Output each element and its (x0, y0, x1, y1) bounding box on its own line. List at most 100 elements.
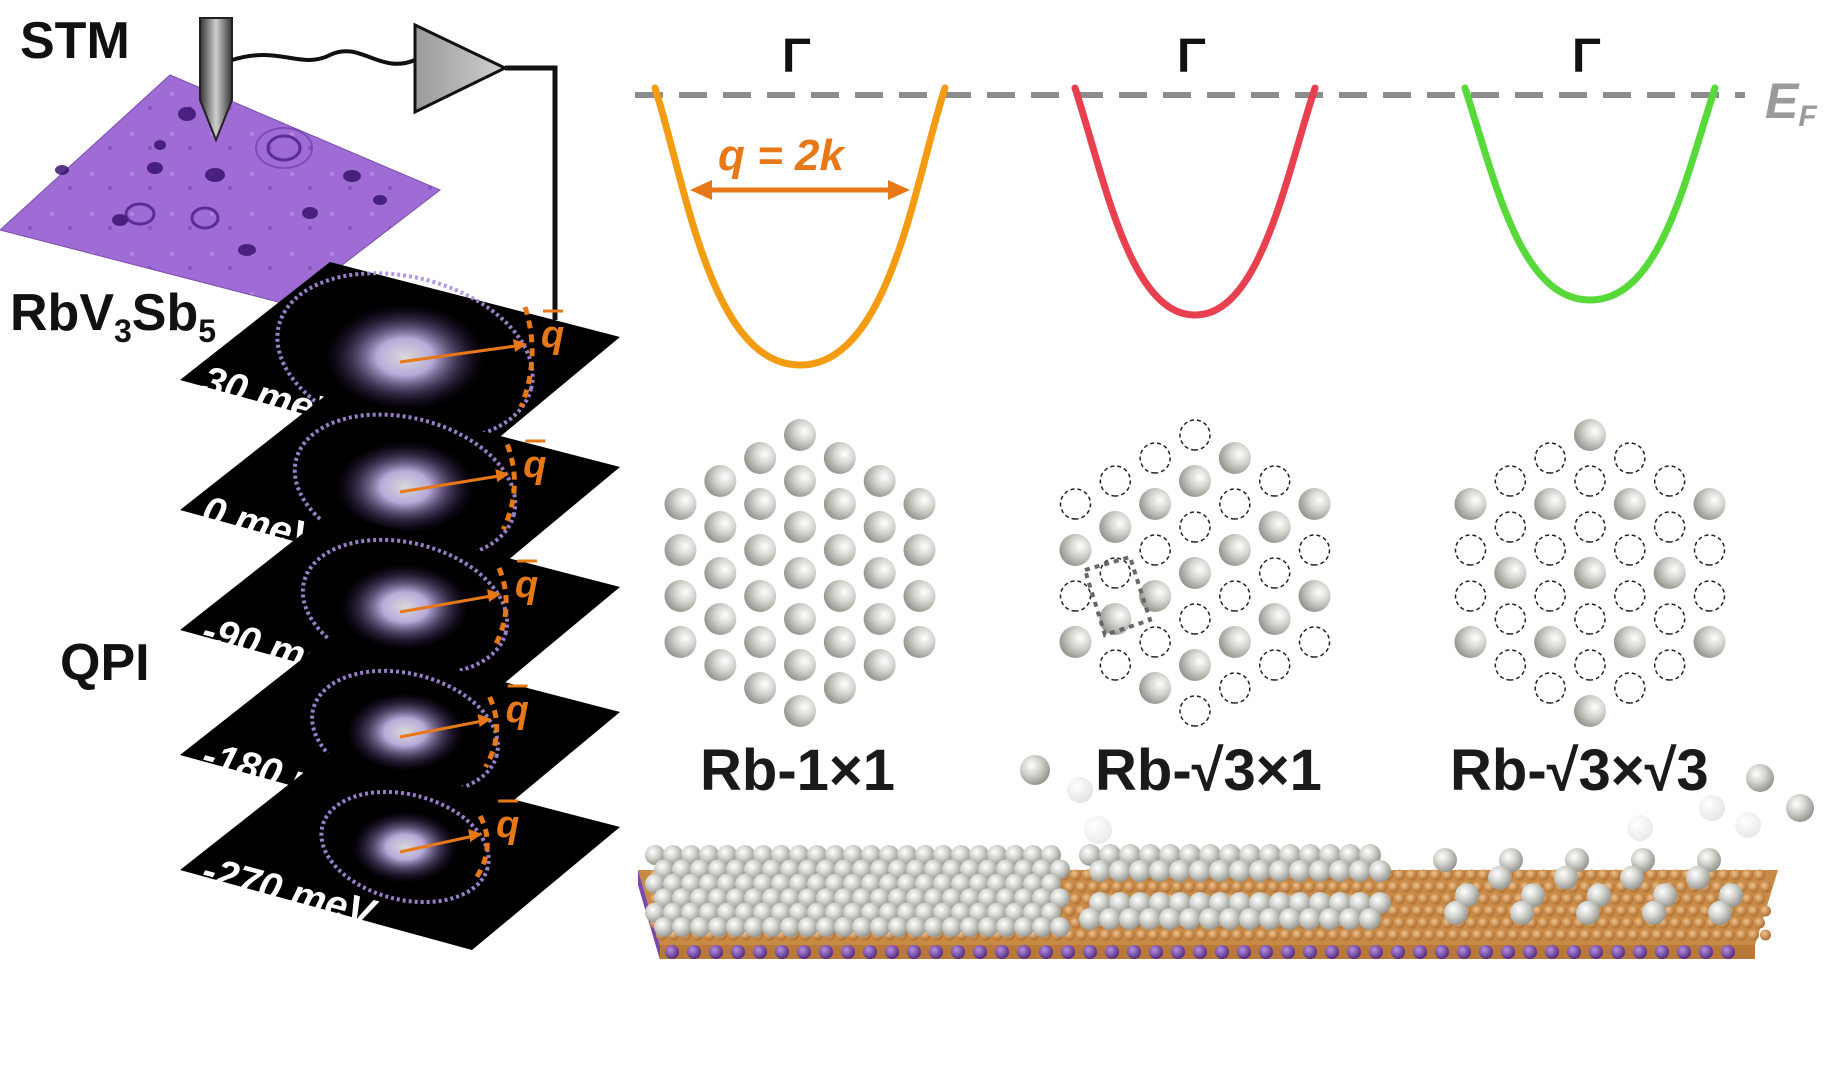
qpi-q-label: q (523, 444, 546, 486)
sb-atom (1634, 893, 1645, 905)
v-atom (1545, 945, 1559, 959)
rb-surface-atom (1023, 845, 1043, 865)
rb-atom (903, 488, 936, 520)
rb-surface-atom (1249, 892, 1271, 914)
rb-surface-atom (1099, 908, 1121, 930)
rb-surface-atom (996, 917, 1016, 937)
rb-atom (1179, 649, 1211, 681)
rb-atom (903, 534, 936, 566)
sb-atom (1232, 881, 1243, 893)
rb-surface-atom (1209, 860, 1231, 882)
rb-surface-atom (1050, 888, 1070, 909)
sb-atom (1586, 869, 1597, 881)
rb-vacancy (1099, 557, 1132, 589)
sb-atom (1412, 881, 1423, 893)
v-atom (1303, 945, 1317, 959)
phase-label: Rb-√3×1 (1095, 738, 1322, 803)
rb-surface-atom (717, 902, 737, 923)
sb-atom (1460, 929, 1471, 941)
rb-surface-atom (681, 845, 701, 865)
v-atom (841, 945, 855, 959)
rb-surface-atom (825, 845, 845, 865)
rb-surface-atom (978, 888, 998, 909)
rb-surface-atom (771, 902, 791, 923)
sb-atom (1484, 905, 1495, 917)
rb-surface-atom (780, 917, 800, 937)
rb-surface-atom (762, 917, 782, 937)
rb-atom (1218, 442, 1251, 474)
svg-text:EF: EF (1765, 73, 1817, 133)
v-atom (1149, 945, 1163, 959)
fermi-level-label: EF (1765, 73, 1817, 133)
v-atom (1281, 945, 1295, 959)
crystal-slab (638, 844, 1778, 960)
qpi-center-glow (325, 304, 485, 410)
sb-atom (1412, 929, 1423, 941)
rb-surface-atom (870, 859, 890, 880)
rb-surface-atom (1269, 860, 1291, 882)
sb-atom (1280, 929, 1291, 941)
stm-tip-icon (199, 17, 233, 143)
rb-atom (823, 488, 856, 520)
sb-atom (1220, 929, 1231, 941)
rb-surface-atom (645, 845, 665, 865)
rb-surface-atom (825, 873, 845, 894)
rb-vacancy (1534, 534, 1566, 566)
rb-atom (1574, 557, 1606, 589)
rb-surface-atom (1032, 859, 1052, 880)
sb-atom (1508, 929, 1519, 941)
rb-surface-atom (1041, 873, 1061, 894)
sb-atom (1148, 929, 1159, 941)
rb-surface-atom (1023, 902, 1043, 923)
rb-surface-atom (1697, 848, 1721, 872)
sb-atom (1124, 929, 1135, 941)
sb-atom (1160, 929, 1171, 941)
rb-surface-atom (870, 917, 890, 937)
rb-vacancy (1534, 672, 1566, 704)
qpi-q-label: q (515, 564, 538, 606)
sb-atom (1388, 905, 1399, 917)
sb-atom (1502, 893, 1513, 905)
rb-surface-atom (915, 845, 935, 865)
rb-surface-atom (915, 902, 935, 923)
rb-surface-atom (717, 845, 737, 865)
rb-surface-atom (1229, 892, 1251, 914)
rb-surface-atom (1653, 883, 1677, 908)
sb-atom (1676, 929, 1687, 941)
sb-atom (1544, 929, 1555, 941)
rb-atom (1454, 626, 1487, 658)
rb-surface-atom (1259, 844, 1281, 866)
sb-atom (1544, 905, 1555, 917)
sb-atom (1688, 905, 1699, 917)
sb-atom (1520, 929, 1531, 941)
rb-surface-atom (1219, 844, 1241, 866)
rb-surface-atom (888, 917, 908, 937)
rb-atom (1534, 626, 1567, 658)
rb-surface-atom (1279, 908, 1301, 930)
sb-atom (1352, 881, 1363, 893)
rb-surface-atom (663, 902, 683, 923)
rb-atom (784, 649, 816, 681)
gamma-point-label: Γ (782, 30, 811, 83)
rb-vacancy (1574, 649, 1606, 681)
rb-surface-atom (1444, 900, 1468, 925)
rb-surface-atom (762, 888, 782, 909)
rb-atom (744, 626, 777, 658)
rb-vacancy (1614, 580, 1646, 612)
rb-surface-atom (690, 859, 710, 880)
sb-atom (1556, 905, 1567, 917)
rb-surface-atom (699, 902, 719, 923)
rb-atom (1179, 465, 1211, 497)
sb-atom (1694, 893, 1705, 905)
sb-atom (1340, 881, 1351, 893)
rb-surface-atom (996, 859, 1016, 880)
rb-surface-atom (1209, 892, 1231, 914)
v-atom (951, 945, 965, 959)
rb-surface-atom (915, 873, 935, 894)
sb-atom (1496, 929, 1507, 941)
rb-surface-atom (672, 859, 692, 880)
rb-surface-atom (1299, 844, 1321, 866)
rb-atom (744, 488, 777, 520)
rb-surface-atom (1189, 860, 1211, 882)
rb-atom (823, 626, 856, 658)
